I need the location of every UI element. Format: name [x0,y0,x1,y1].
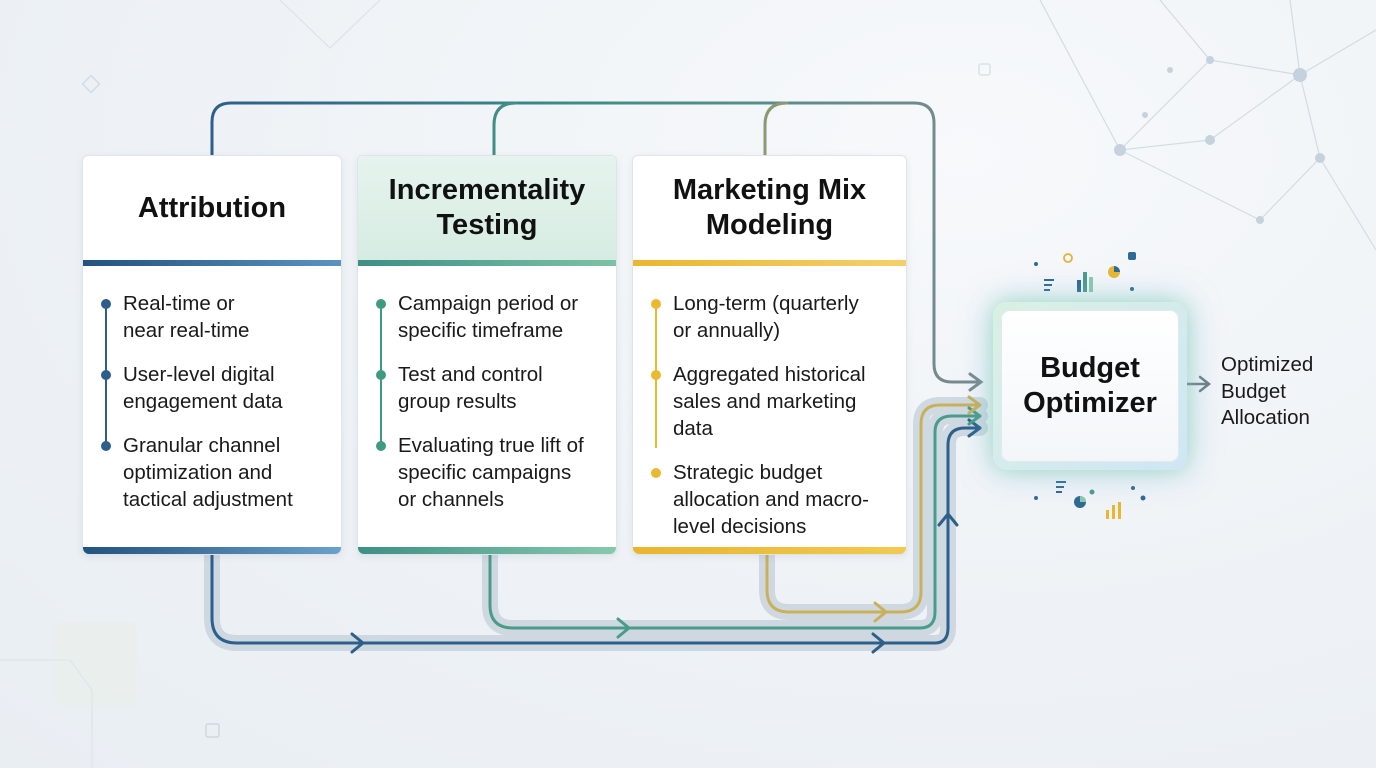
incrementality-divider [358,260,616,266]
bullet-dot [651,299,661,309]
bullet-dot [101,370,111,380]
mmm-footer-bar [633,547,906,554]
pie-chart-icon-bottom [1074,496,1086,508]
list-item-text: Test and control group results [398,363,543,413]
list-item: Strategic budget allocation and macro- l… [651,459,894,540]
bullet-dot [651,468,661,478]
bar-chart-icon [1077,272,1093,292]
arrowhead-top [968,372,984,392]
bullet-dot [101,299,111,309]
budget-optimizer-title: Budget Optimizer [1001,310,1179,462]
top-connector-incrementality [492,101,518,157]
bar-chart-icon-bottom [1106,502,1121,519]
list-item-text: Long-term (quarterly or annually) [673,292,859,342]
bottom-connectors [210,395,982,654]
top-connector-mmm [763,101,789,157]
top-connector-attribution [210,101,980,384]
bottom-connector-incrementality [488,414,982,630]
bullet-dot [651,370,661,380]
arrowhead-bottom-3 [873,601,888,623]
list-item: Evaluating true lift of specific campaig… [376,432,604,513]
list-item: Aggregated historical sales and marketin… [651,361,894,442]
list-item: Real-time or near real-time [101,290,329,344]
incrementality-list: Campaign period or specific timeframe Te… [358,266,616,513]
list-item-text: Real-time or near real-time [123,292,250,342]
list-item: Test and control group results [376,361,604,415]
attribution-card: Attribution Real-time or near real-time … [82,155,342,555]
list-item-text: User-level digital engagement data [123,363,283,413]
pie-chart-icon [1108,266,1120,278]
mmm-divider [633,260,906,266]
incrementality-title: Incrementality Testing [388,174,586,241]
list-icon [1044,279,1054,291]
analytics-icons-top [1034,252,1136,292]
list-item: Granular channel optimization and tactic… [101,432,329,513]
arrowhead-bottom-1 [350,632,365,654]
mmm-title: Marketing Mix Modeling [672,174,867,241]
analytics-icons-bottom [1034,481,1146,519]
list-item-text: Strategic budget allocation and macro- l… [673,461,869,538]
arrowhead-bottom-2 [616,617,631,639]
bottom-connector-mmm [765,403,982,614]
list-item: Long-term (quarterly or annually) [651,290,894,344]
list-item-text: Aggregated historical sales and marketin… [673,363,866,440]
bullet-dot [376,370,386,380]
attribution-list: Real-time or near real-time User-level d… [83,266,341,513]
list-item-text: Evaluating true lift of specific campaig… [398,434,584,511]
mmm-list: Long-term (quarterly or annually) Aggreg… [633,266,906,540]
list-icon-bottom [1056,481,1066,493]
attribution-title: Attribution [137,191,287,224]
bottom-connector-attribution [210,426,982,645]
attribution-card-header: Attribution [83,156,341,260]
arrowhead-bottom-5 [937,512,959,527]
incrementality-footer-bar [358,547,616,554]
mmm-card-header: Marketing Mix Modeling [633,156,906,260]
bullet-dot [376,299,386,309]
top-connectors [210,101,984,392]
list-item: User-level digital engagement data [101,361,329,415]
incrementality-card-header: Incrementality Testing [358,156,616,260]
attribution-footer-bar [83,547,341,554]
list-item: Campaign period or specific timeframe [376,290,604,344]
arrowhead-bottom-4 [871,632,886,654]
list-item-text: Campaign period or specific timeframe [398,292,579,342]
output-label: Optimized Budget Allocation [1221,353,1314,429]
list-item-text: Granular channel optimization and tactic… [123,434,293,511]
incrementality-card: Incrementality Testing Campaign period o… [357,155,617,555]
stack-icon [1128,252,1136,260]
attribution-divider [83,260,341,266]
bullet-dot [101,441,111,451]
ring-icon [1063,253,1073,263]
arrowhead-in-3 [967,395,982,415]
budget-optimizer-box: Budget Optimizer [993,302,1187,470]
mmm-card: Marketing Mix Modeling Long-term (quarte… [632,155,907,555]
bullet-dot [376,441,386,451]
